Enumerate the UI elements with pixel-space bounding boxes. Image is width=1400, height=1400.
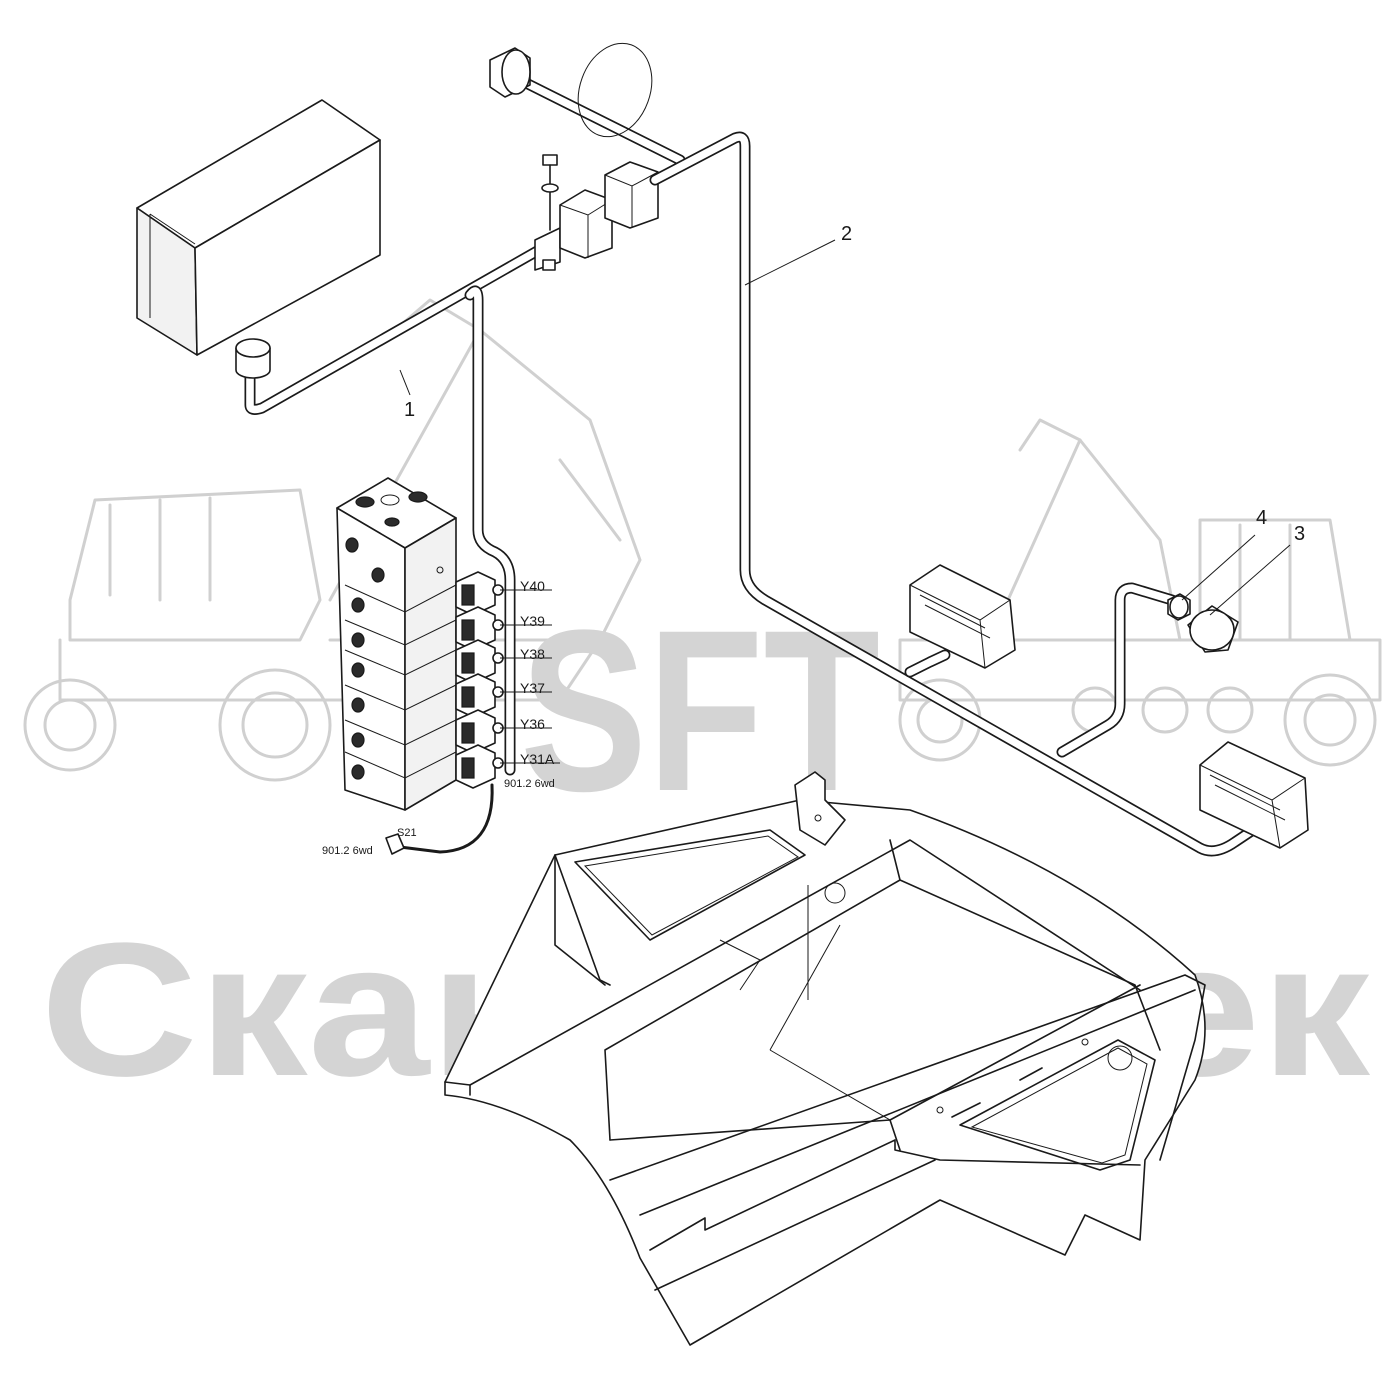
connector-part-4: [1167, 593, 1191, 621]
harness-connector-block-b: [604, 161, 659, 229]
callout-4: 4: [1256, 507, 1267, 529]
control-unit-box: [136, 99, 381, 356]
harness-2-top-connector: [489, 47, 531, 98]
sensor-connector-label: 901.2 6wd: [322, 845, 373, 857]
cab-floor-platform: [444, 771, 1206, 1346]
callout-leaders: [399, 239, 1291, 616]
solenoid-stack: [455, 571, 504, 789]
harness-2: [489, 42, 1256, 857]
valve-label-y40: Y40: [520, 578, 545, 594]
callout-1: 1: [404, 399, 415, 421]
mounting-clamp: [534, 154, 561, 271]
valve-label-y36: Y36: [520, 716, 545, 732]
connector-cap-part-3: [1187, 605, 1239, 653]
harness-1-end-connector: [235, 338, 271, 379]
harness-connector-block-a: [559, 189, 613, 259]
valve-block: [336, 477, 560, 811]
valve-label-y38: Y38: [520, 646, 545, 662]
watermark-machine-left: [23, 298, 642, 782]
valve-label-y37: Y37: [520, 680, 545, 696]
callout-3: 3: [1294, 523, 1305, 545]
harness-1: [235, 154, 659, 776]
callout-2: 2: [841, 223, 852, 245]
valve-label-y31a: Y31A: [520, 751, 555, 767]
sensor-name-label: S21: [397, 827, 417, 839]
sensor-cable: [385, 783, 494, 855]
lamp-connector-lower: [1199, 741, 1309, 849]
lamp-connector-upper: [909, 564, 1016, 669]
valve-label-y39: Y39: [520, 613, 545, 629]
valve-connector-label: 901.2 6wd: [504, 778, 555, 790]
